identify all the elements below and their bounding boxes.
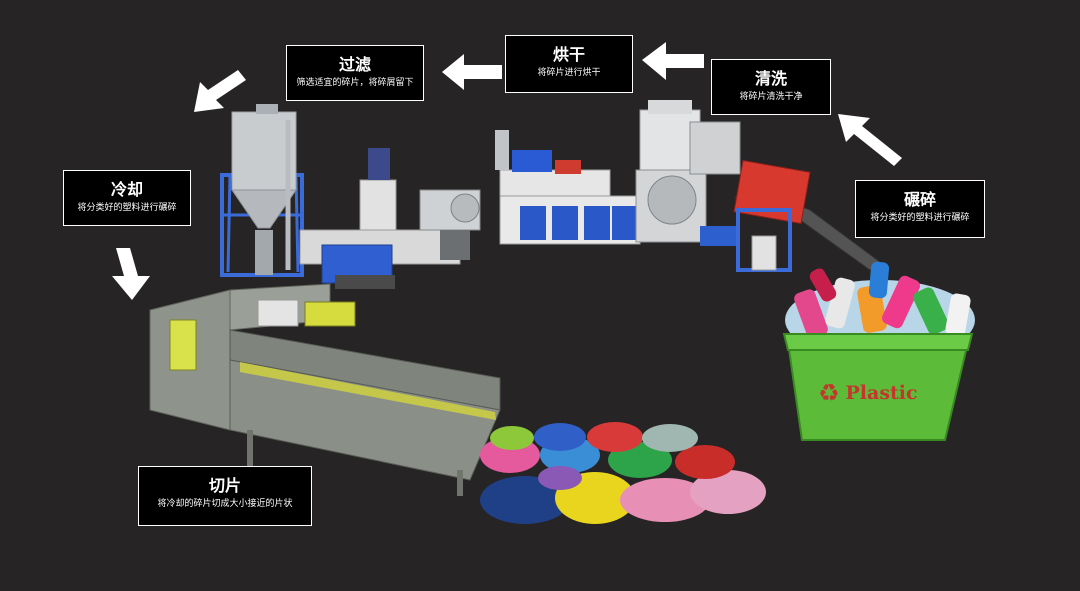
recycling-bin (782, 333, 974, 441)
step-cool-title: 冷却 (110, 180, 143, 199)
silo-machine (220, 104, 304, 277)
crusher-machine (733, 159, 881, 272)
step-wash-desc: 将碎片清洗干净 (739, 92, 803, 102)
arrow-wash-to-dry (642, 42, 704, 80)
arrow-cool-to-cut (112, 248, 150, 300)
recycle-icon: ♻ (818, 379, 840, 407)
step-crush: 碾碎 将分类好的塑料进行碾碎 (855, 180, 985, 238)
step-wash-title: 清洗 (754, 69, 787, 88)
step-dry: 烘干 将碎片进行烘干 (505, 35, 633, 93)
filter-machine (299, 148, 481, 289)
step-crush-desc: 将分类好的塑料进行碾碎 (870, 213, 970, 223)
bin-label-text: Plastic (845, 382, 918, 404)
pellet-piles (480, 422, 766, 524)
step-filter: 过滤 筛选适宜的碎片，将碎屑留下 (286, 45, 424, 101)
step-cut: 切片 将冷却的碎片切成大小接近的片状 (138, 466, 312, 526)
arrow-dry-to-filter (442, 54, 502, 90)
step-cut-title: 切片 (208, 476, 241, 495)
step-filter-desc: 筛选适宜的碎片，将碎屑留下 (296, 78, 414, 88)
dryer-machine (495, 130, 641, 245)
step-cut-desc: 将冷却的碎片切成大小接近的片状 (157, 499, 293, 509)
washer-machine (635, 100, 741, 246)
step-wash: 清洗 将碎片清洗干净 (711, 59, 831, 115)
step-dry-desc: 将碎片进行烘干 (537, 68, 601, 78)
step-crush-title: 碾碎 (903, 190, 936, 209)
cutter-machine (149, 283, 501, 496)
step-dry-title: 烘干 (552, 45, 585, 64)
arrow-filter-to-cool (194, 70, 246, 112)
arrow-crush-to-wash (838, 114, 902, 166)
step-cool: 冷却 将分类好的塑料进行碾碎 (63, 170, 191, 226)
step-cool-desc: 将分类好的塑料进行碾碎 (77, 203, 177, 213)
bin-label: ♻ Plastic (818, 378, 938, 408)
step-filter-title: 过滤 (338, 55, 371, 74)
